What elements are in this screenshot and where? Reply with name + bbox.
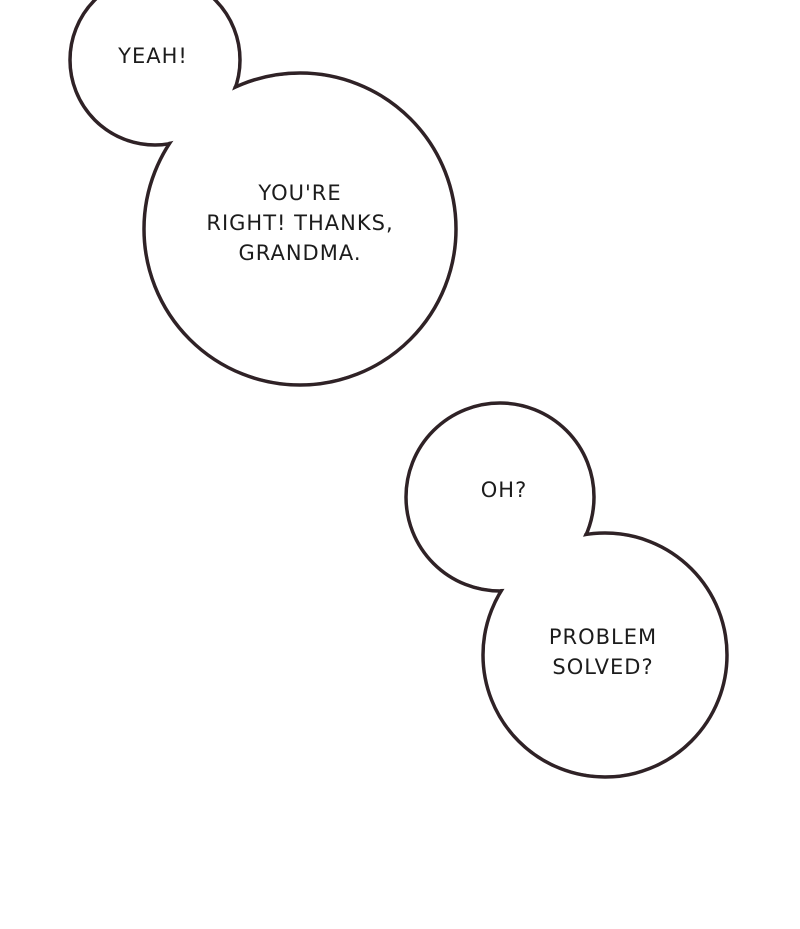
- bubble-4-text: PROBLEM SOLVED?: [549, 622, 657, 682]
- dialogue-line: PROBLEM: [548, 625, 658, 649]
- bubble-4-fill: [485, 535, 725, 775]
- bubble-2-fill: [146, 75, 454, 383]
- dialogue-line: YEAH!: [118, 44, 188, 68]
- bubble-1-fill: [72, 0, 238, 143]
- bubble-3-fill: [408, 405, 592, 589]
- dialogue-line: YOU'RE: [258, 181, 342, 205]
- bubble-3-text: OH?: [481, 475, 527, 505]
- bubble-1-text: YEAH!: [118, 41, 188, 71]
- bubble-2-text: YOU'RE RIGHT! THANKS, GRANDMA.: [206, 178, 393, 268]
- dialogue-line: SOLVED?: [552, 655, 654, 679]
- dialogue-line: GRANDMA.: [238, 241, 362, 265]
- dialogue-line: OH?: [480, 478, 528, 502]
- dialogue-line: RIGHT! THANKS,: [206, 211, 394, 235]
